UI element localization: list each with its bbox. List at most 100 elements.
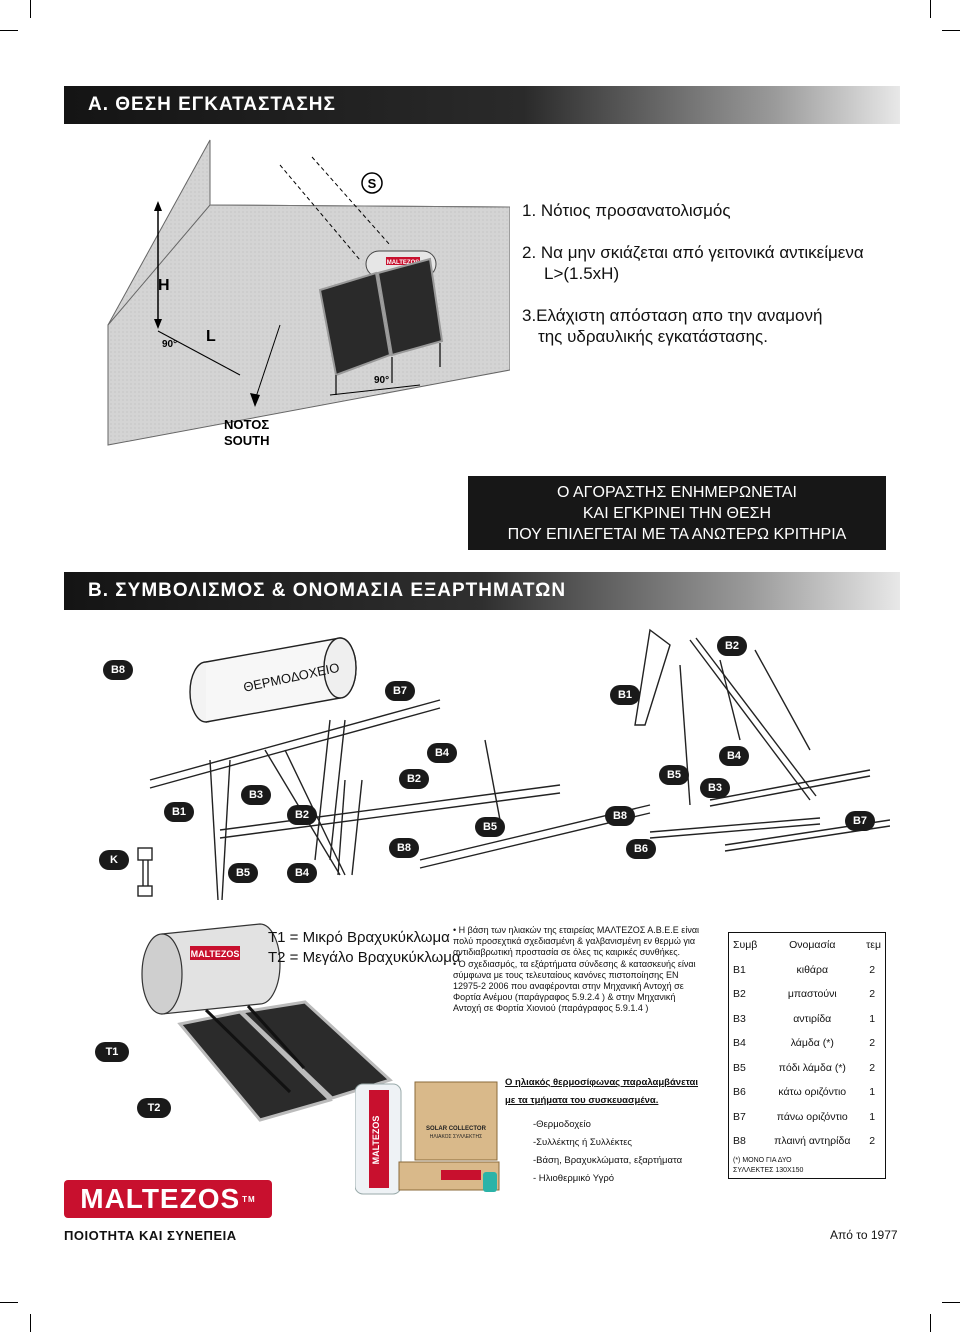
component-item: -Θερμοδοχείο [533,1119,591,1130]
note-paragraph: • Ο σχεδιασμός, τα εξάρτήματα σύνδεσης &… [453,958,696,1014]
cell-qty: 2 [869,988,876,1001]
cell-name: αντιρίδα [793,1012,832,1025]
trademark-mark: TM [242,1194,256,1204]
table-row: B3 αντιρίδα 1 [729,1007,886,1032]
table-row: B6 κάτω οριζόντιο 1 [729,1080,886,1105]
badge-b4: B4 [727,750,742,762]
cell-qty: 2 [869,1061,876,1074]
column-header: Συμβ [733,939,758,952]
svg-text:S: S [368,176,377,191]
placement-steps: 1. Νότιος προσανατολισμός 2. Να μην σκιά… [522,200,864,347]
table-note: ΣΥΛΛΕΚΤΕΣ 130Χ150 [733,1166,804,1174]
tube-legend-t1: T1 = Μικρό Βραχυκύκλωμα [268,929,450,946]
cell-symbol: B3 [733,1012,746,1025]
cell-qty: 2 [869,1037,876,1050]
height-label: H [158,277,170,294]
crop-mark [942,1302,960,1303]
badge-b3: B3 [708,782,722,794]
cell-symbol: B8 [733,1135,746,1148]
badge-b2: B2 [725,640,739,652]
since-label: Από το 1977 [830,1228,898,1242]
badge-b2: B2 [295,809,309,821]
badge-b4: B4 [295,867,310,879]
south-label-gr: ΝΟΤΟΣ [224,417,269,432]
note-paragraph: • Η βάση των ηλιακών της εταιρείας ΜΑΛΤΕ… [453,925,700,958]
badge-b2: B2 [407,773,421,785]
cell-name: κάτω οριζόντιο [778,1086,847,1099]
installation-diagram: H L 90° S MALTEZOS 90° ΝΟΤΟΣ SOUTH [107,139,510,448]
cell-qty: 1 [869,1086,876,1099]
table-row: B8 πλαινή αντηρίδα 2 [729,1129,886,1154]
badge-b5: B5 [236,867,250,879]
components-heading: Ο ηλιακός θερμοσίφωνας παραλαμβάνεται [505,1077,699,1088]
tank-brand-label: MALTEZOS [191,949,240,959]
section-b-header: Β. ΣΥΜΒΟΛΙΣΜΟΣ & ΟΝΟΜΑΣΙΑ ΕΞΑΡΤΗΜΑΤΩΝ [64,572,900,610]
badge-group: B8 B7 B1 B2 B4 B1 B3 B2 B2 B4 B5 B3 B5 B… [99,636,875,883]
badge-b5: B5 [483,821,497,833]
cell-symbol: B6 [733,1086,746,1099]
angle-label: 90° [374,375,389,386]
badge-b8: B8 [111,664,125,676]
badge-t2: T2 [148,1102,161,1114]
badge-b5: B5 [667,769,681,781]
crop-mark [930,1314,931,1332]
collector-box-label: SOLAR COLLECTOR [426,1126,487,1132]
brand-tagline: ΠΟΙΟΤΗΤΑ ΚΑΙ ΣΥΝΕΠΕΙΑ [64,1228,237,1243]
badge-b8: B8 [613,810,627,822]
badge-b1: B1 [172,806,186,818]
crop-mark [30,0,31,18]
cell-qty: 2 [869,1135,876,1148]
step-text: 2. Να μην σκιάζεται από γειτονικά αντικε… [522,243,864,262]
badge-k: K [110,854,118,866]
badge-t1: T1 [106,1046,119,1058]
table-row: B7 πάνω οριζόντιο 1 [729,1105,886,1130]
column-header: Ονομασία [789,939,836,952]
step-text: 3.Ελάχιστη απόσταση απο την αναμονή [522,306,823,325]
column-header: τεμ [866,939,881,952]
cell-name: πάνω οριζόντιο [776,1110,848,1123]
step-text: της υδραυλικής εγκατάστασης. [538,327,768,346]
length-label: L [206,328,216,345]
step-text: 1. Νότιος προσανατολισμός [522,201,731,220]
cell-qty: 1 [869,1012,876,1025]
component-item: -Βάση, Βραχυκλώματα, εξαρτήματα [533,1155,683,1166]
cell-name: πλαινή αντηρίδα [774,1135,851,1148]
tank-brand-label: MALTEZOS [371,1116,381,1165]
badge-b1: B1 [618,689,632,701]
badge-b7: B7 [853,815,867,827]
cell-symbol: B1 [733,963,746,976]
badge-b6: B6 [634,843,648,855]
tank-tubes-illustration: MALTEZOS T1 T2 [95,923,393,1122]
component-item: -Συλλέκτης ή Συλλέκτες [533,1137,633,1148]
section-a-header: Α. ΘΕΣΗ ΕΓΚΑΤΑΣΤΑΣΗΣ [64,86,900,124]
angle-label: 90° [162,339,177,350]
components-list: Ο ηλιακός θερμοσίφωνας παραλαμβάνεται με… [505,1074,698,1188]
step-text: L>(1.5xH) [544,264,620,283]
badge-b4: B4 [435,747,450,759]
cell-symbol: B7 [733,1110,746,1123]
crop-mark [0,1302,18,1303]
table-note-row: (*) ΜΟΝΟ ΓΙΑ ΔΥΟ ΣΥΛΛΕΚΤΕΣ 130Χ150 [729,1154,886,1179]
buyer-notice: Ο ΑΓΟΡΑΣΤΗΣ ΕΝΗΜΕΡΩΝΕΤΑΙ ΚΑΙ ΕΓΚΡΙΝΕΙ ΤΗ… [468,476,886,550]
collector-box-sublabel: ΗΛΙΑΚΟΣ ΣΥΛΛΕΚΤΗΣ [430,1134,482,1140]
cell-name: λάμδα (*) [790,1037,834,1050]
cell-name: πόδι λάμδα (*) [778,1061,846,1074]
table-row: B4 λάμδα (*) 2 [729,1031,886,1056]
south-label-en: SOUTH [224,433,270,448]
cell-qty: 1 [869,1110,876,1123]
table-header-row: Συμβ Ονομασία τεμ [729,933,886,958]
crop-mark [930,0,931,18]
badge-b3: B3 [249,789,263,801]
parts-diagram: ΘΕΡΜΟΔΟΧΕΙΟ B8 B7 B1 B2 B4 B1 B3 B2 B2 B… [99,628,890,901]
crop-mark [942,30,960,31]
packaging-illustration: MALTEZOS SOLAR COLLECTOR ΗΛΙΑΚΟΣ ΣΥΛΛΕΚΤ… [355,1081,500,1195]
cell-symbol: B4 [733,1037,746,1050]
components-heading: με τα τμήματα του συσκευασμένα. [505,1095,659,1106]
table-note: (*) ΜΟΝΟ ΓΙΑ ΔΥΟ [733,1156,792,1164]
tank-brand-label: MALTEZOS [387,260,420,266]
crop-mark [0,30,18,31]
